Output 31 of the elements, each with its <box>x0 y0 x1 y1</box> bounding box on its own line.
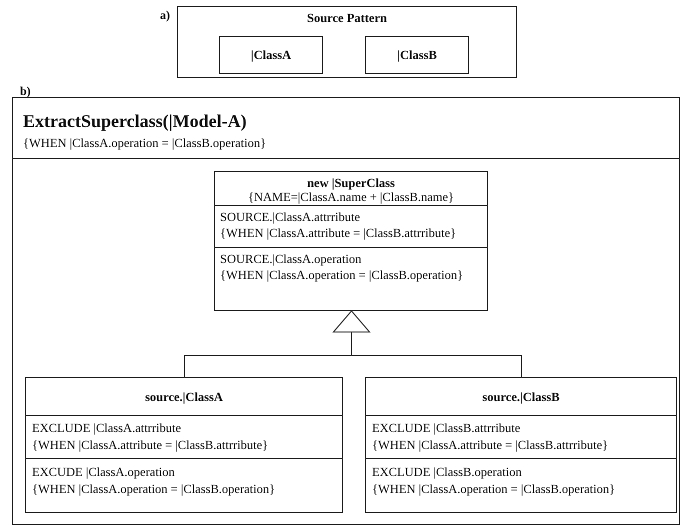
text-line: {NAME=|ClassA.name + |ClassB.name} <box>248 190 454 205</box>
class-box <box>219 36 323 74</box>
text-line: {WHEN |ClassA.attribute = |ClassB.attrribute} <box>372 438 608 453</box>
text-line: {WHEN |ClassA.operation = |ClassB.operation} <box>372 482 616 497</box>
pattern-box <box>177 6 517 78</box>
text-line: EXCLUDE |ClassB.operation <box>372 465 522 480</box>
inheritance-arrow <box>333 310 522 378</box>
class-name: |ClassA <box>250 48 292 63</box>
class-box <box>365 36 469 74</box>
text-line: EXCLUDE |ClassB.attrribute <box>372 421 520 436</box>
class-name: Source Pattern <box>307 11 387 26</box>
class-box <box>25 377 343 513</box>
class-name: source.|ClassB <box>482 390 560 405</box>
rule-frame <box>12 97 680 525</box>
text-line: SOURCE.|ClassA.attrribute <box>220 210 360 225</box>
panel-label: b) <box>20 84 31 99</box>
text-line: {WHEN |ClassA.operation = |ClassB.operation} <box>32 482 276 497</box>
text-line: {WHEN |ClassA.attribute = |ClassB.attrribute} <box>32 438 268 453</box>
class-box <box>214 171 488 311</box>
text-line: {WHEN |ClassA.operation = |ClassB.operation} <box>23 136 266 151</box>
text-line: {WHEN |ClassA.operation = |ClassB.operation} <box>220 268 464 283</box>
class-name: source.|ClassA <box>145 390 223 405</box>
class-name: new |SuperClass <box>307 176 395 191</box>
panel-label: a) <box>160 8 170 23</box>
text-line: EXCUDE |ClassA.operation <box>32 465 175 480</box>
class-name: ExtractSuperclass(|Model-A) <box>23 110 247 132</box>
class-name: |ClassB <box>397 48 437 63</box>
text-line: SOURCE.|ClassA.operation <box>220 252 362 267</box>
class-box <box>365 377 677 513</box>
text-line: EXCLUDE |ClassA.attrribute <box>32 421 182 436</box>
text-line: {WHEN |ClassA.attribute = |ClassB.attrribute} <box>220 226 456 241</box>
